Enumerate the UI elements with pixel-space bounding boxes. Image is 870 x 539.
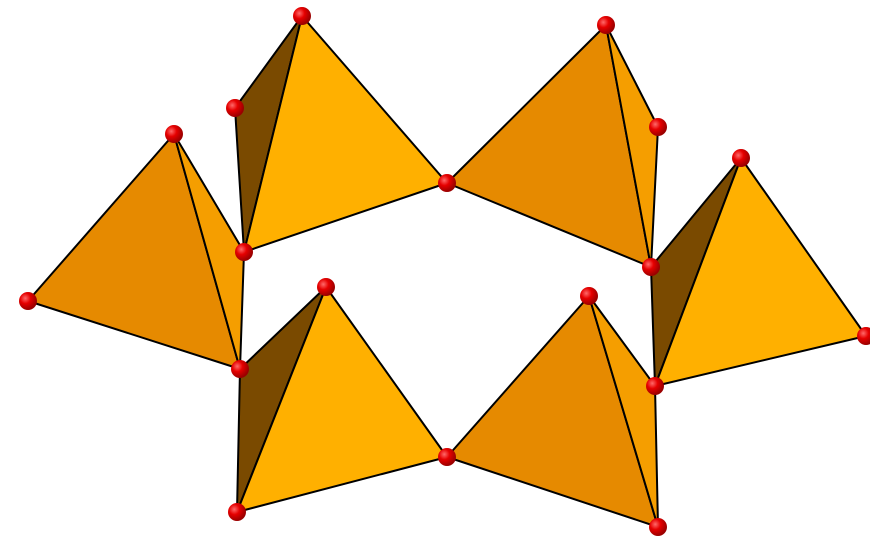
vertex-atom — [438, 448, 456, 466]
vertex-atom — [317, 278, 335, 296]
face — [173, 133, 245, 370]
face — [654, 157, 867, 387]
face — [588, 295, 659, 528]
tetrahedron-right — [650, 157, 867, 387]
vertex-atom — [649, 118, 667, 136]
tetrahedron-bottom-right — [446, 295, 659, 528]
vertex-atom — [580, 287, 598, 305]
vertex-atom — [231, 360, 249, 378]
vertex-atoms — [19, 7, 870, 536]
vertex-atom — [293, 7, 311, 25]
tetrahedron-top-left — [234, 15, 448, 253]
vertex-atom — [438, 174, 456, 192]
vertex-atom — [857, 327, 870, 345]
face — [243, 15, 448, 253]
vertex-atom — [19, 292, 37, 310]
vertex-atom — [646, 377, 664, 395]
vertex-atom — [235, 243, 253, 261]
tetrahedron-bottom-left — [236, 286, 448, 513]
vertex-atom — [228, 503, 246, 521]
vertex-atom — [165, 125, 183, 143]
vertex-atom — [732, 149, 750, 167]
vertex-atom — [649, 518, 667, 536]
vertex-atom — [642, 258, 660, 276]
vertex-atom — [597, 16, 615, 34]
face — [236, 286, 448, 513]
face — [605, 24, 659, 268]
vertex-atom — [226, 99, 244, 117]
tetrahedron-left — [27, 133, 245, 370]
tetrahedron-top-right — [446, 24, 659, 268]
